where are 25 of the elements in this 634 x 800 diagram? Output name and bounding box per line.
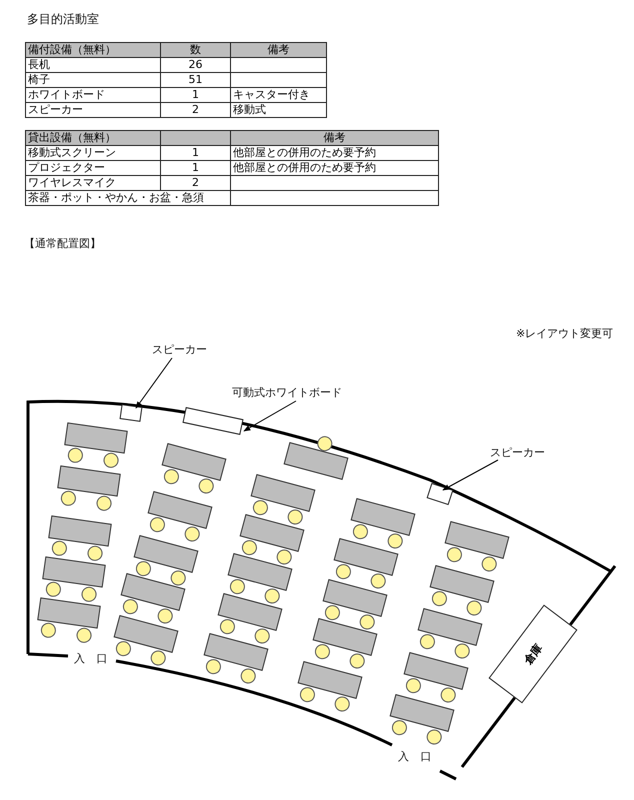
header-cell: 備付設備（無料） <box>25 42 161 58</box>
table-cell: 茶器・ポット・やかん・お盆・急須 <box>25 190 231 206</box>
header-cell: 備考 <box>230 42 327 58</box>
callout-label: スピーカー <box>152 343 207 357</box>
header-cell: 貸出設備（無料） <box>25 130 161 146</box>
callout-label: スピーカー <box>490 446 545 460</box>
entrance-label: 入 口 <box>398 750 436 764</box>
leader-line <box>442 460 498 490</box>
table-cell: 他部屋との併用のため要予約 <box>230 160 439 176</box>
table-cell: 移動式 <box>230 102 327 118</box>
table-cell: 他部屋との併用のため要予約 <box>230 145 439 161</box>
speaker-box <box>426 482 454 506</box>
leader-line <box>136 358 172 409</box>
leader-line <box>243 400 296 432</box>
table-cell: 2 <box>160 102 231 118</box>
table-cell: スピーカー <box>25 102 161 118</box>
header-cell: 備考 <box>230 130 439 146</box>
callout-label: 可動式ホワイトボード <box>232 386 342 400</box>
entrance-label: 入 口 <box>74 652 112 666</box>
speaker-box <box>120 404 142 422</box>
page-title: 多目的活動室 <box>27 12 99 26</box>
section-heading: 【通常配置図】 <box>24 237 101 251</box>
note-text: ※レイアウト変更可 <box>516 327 614 341</box>
storage-room: 倉庫 <box>488 604 578 704</box>
header-cell: 数 <box>160 42 231 58</box>
